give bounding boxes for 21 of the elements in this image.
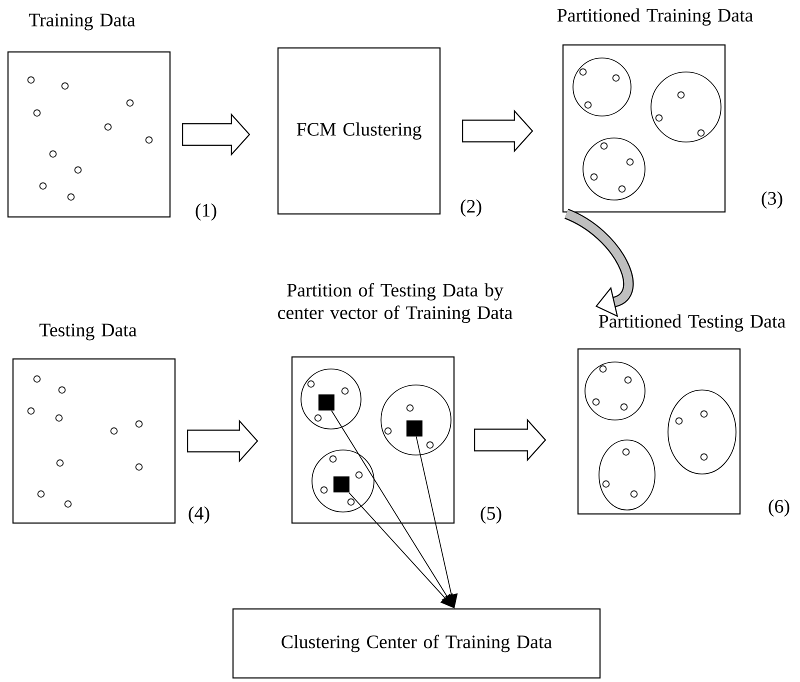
step-number: (3): [762, 191, 782, 209]
block-arrow: [187, 420, 258, 462]
block-arrow: [462, 110, 534, 152]
heading: Partitioned Testing Data: [598, 314, 786, 332]
center-square: [333, 476, 350, 492]
step-number: (5): [480, 506, 502, 524]
step-number: (4): [188, 506, 210, 524]
heading: Testing Data: [39, 324, 137, 340]
center-square: [318, 394, 334, 410]
heading: Partition of Testing Data by center vector of Training Data: [278, 283, 512, 323]
heading: Training Data: [28, 14, 136, 30]
process-box: FCM Clustering: [277, 47, 441, 215]
step-number: (6): [768, 499, 790, 517]
process-box: Clustering Center of Training Data: [232, 608, 601, 679]
curved-arrow: [564, 208, 634, 318]
center-square: [406, 420, 422, 436]
block-arrow: [474, 418, 546, 462]
step-number: (1): [196, 203, 216, 221]
block-arrow: [182, 113, 250, 156]
heading: Partitioned Training Data: [557, 8, 753, 26]
step-number: (2): [460, 199, 482, 217]
